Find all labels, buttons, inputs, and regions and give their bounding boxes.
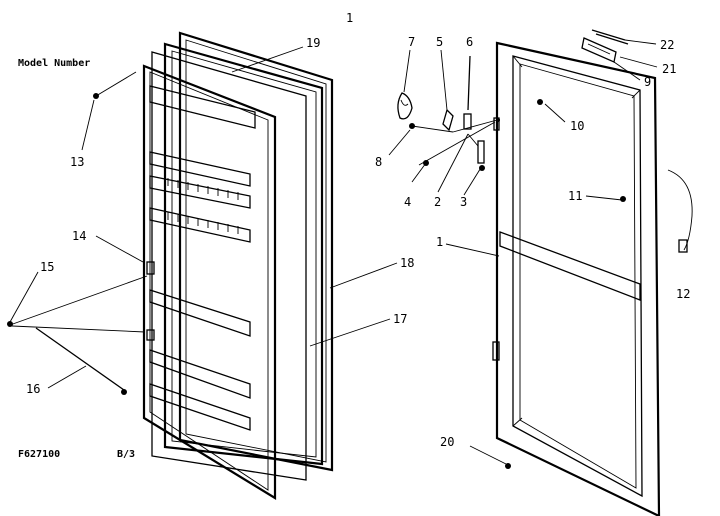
right-leaders: [388, 39, 658, 469]
outer-door-frame-1: [492, 41, 661, 516]
callout-22: 22: [660, 38, 674, 52]
callout-1-top: 1: [346, 11, 353, 25]
door-stop-12: [667, 169, 693, 253]
callout-11: 11: [568, 189, 582, 203]
callout-2: 2: [434, 195, 441, 209]
bushing-3: [477, 140, 485, 164]
hinge-plate-5: [442, 108, 454, 132]
callout-5: 5: [436, 35, 443, 49]
callout-20: 20: [440, 435, 454, 449]
callout-21: 21: [662, 62, 676, 76]
door-gasket-19: [178, 31, 334, 472]
callout-labels: 1 19 13 14 15 16 18 17 7 5 6 8 4 2 3 22 …: [26, 11, 690, 449]
diagram-code: F627100: [18, 449, 60, 460]
callout-8: 8: [375, 155, 382, 169]
callout-17: 17: [393, 312, 407, 326]
callout-6: 6: [466, 35, 473, 49]
callout-7: 7: [408, 35, 415, 49]
callout-3: 3: [460, 195, 467, 209]
callout-10: 10: [570, 119, 584, 133]
callout-19: 19: [306, 36, 320, 50]
callout-14: 14: [72, 229, 86, 243]
callout-1-frame: 1: [436, 235, 443, 249]
callout-18: 18: [400, 256, 414, 270]
inner-door-liner: [142, 64, 277, 500]
breaker-strip-18: [163, 42, 324, 466]
insulation-17: [151, 51, 307, 481]
callout-13: 13: [70, 155, 84, 169]
callout-16: 16: [26, 382, 40, 396]
hinge-bracket-7: [397, 92, 413, 120]
hinge-pin-6: [463, 55, 472, 130]
page-ref: B/3: [117, 449, 135, 460]
callout-9: 9: [644, 75, 651, 89]
left-leaders: [7, 46, 398, 395]
handle-trim-22: [591, 29, 629, 45]
door-handle-21: [581, 37, 617, 63]
model-number-label: Model Number: [18, 58, 90, 69]
callout-15: 15: [40, 260, 54, 274]
callout-4: 4: [404, 195, 411, 209]
callout-12: 12: [676, 287, 690, 301]
